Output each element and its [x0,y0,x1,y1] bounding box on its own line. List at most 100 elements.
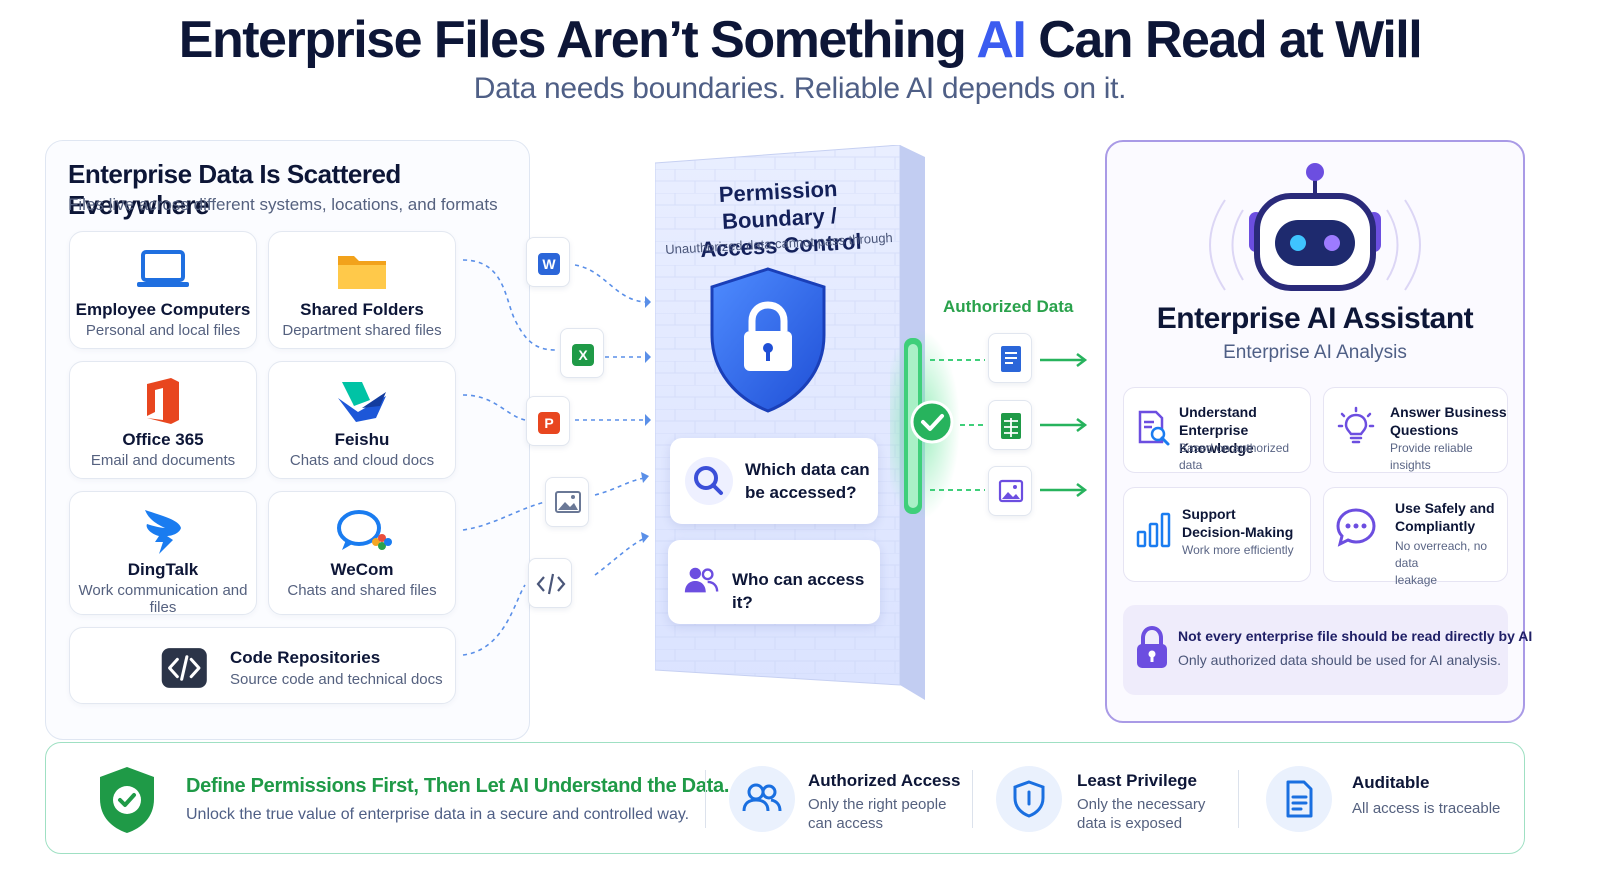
document-search-icon [1138,410,1170,446]
feishu-icon [338,382,386,422]
assistant-title: Enterprise AI Assistant [1156,302,1474,335]
feature-sub: No overreach, no data leakage [1395,538,1507,589]
question1: Which data can be accessed? [745,458,870,504]
footer-item-sub-line2: data is exposed [1077,815,1183,832]
question1-line2: be accessed? [745,483,857,502]
footer-divider [705,770,706,828]
excel-file-icon: X [560,328,604,378]
feature-sub: Based on authorized data [1179,441,1290,472]
source-title: WeCom [330,560,394,579]
authorized-data-label: Authorized Data [943,297,1074,316]
dingtalk-icon [145,510,181,554]
spreadsheet-icon [1001,413,1021,439]
source-card-employee-computers: Employee Computers Personal and local fi… [69,231,257,349]
assistant-subtitle: Enterprise AI Analysis [1223,342,1407,363]
code-icon [161,648,207,688]
excel-badge: X [572,344,594,366]
users-icon [742,783,782,812]
feature-title-line1: Answer Business [1390,404,1507,420]
source-sub: Chats and shared files [287,582,437,599]
feature-title-line2: Enterprise Knowledge [1179,422,1254,456]
source-title: Employee Computers [75,300,251,319]
document-icon [1001,346,1021,372]
title-ai-highlight: AI [976,11,1027,69]
sources-title: Enterprise Data Is Scattered Everywhere [68,159,401,220]
footer-subtitle: Unlock the true value of enterprise data… [186,806,690,823]
source-title: Shared Folders [300,300,424,319]
source-card-wecom: WeCom Chats and shared files [268,491,456,615]
source-card-dingtalk: DingTalk Work communication and files [69,491,257,616]
feature-sub-line2: leakage [1395,573,1438,587]
feature-title: Support Decision-Making [1182,505,1293,541]
footer-item-title: Least Privilege [1077,771,1198,790]
bar-chart-icon [1136,512,1171,548]
footer-item-sub: Only the necessary data is exposed [1077,795,1205,833]
source-title: DingTalk [127,560,199,579]
source-card-feishu: Feishu Chats and cloud docs [268,361,456,479]
footer-divider [972,770,973,828]
code-file-icon [528,558,572,608]
feature-card-decision: Support Decision-Making Work more effici… [1123,487,1311,582]
source-card-code-repositories: Code Repositories Source code and techni… [69,627,456,704]
source-card-shared-folders: Shared Folders Department shared files [268,231,456,349]
wecom-icon [337,510,392,550]
folder-icon [338,256,386,289]
footer-item-title: Authorized Access [808,771,961,790]
authorized-access-badge [729,766,795,832]
title-part2: Can Read at Will [1025,11,1422,69]
source-sub: Work communication and files [78,582,248,616]
footer-divider [1238,770,1239,828]
question2: Who can access it? [732,570,865,612]
authorized-image-icon [988,466,1032,516]
padlock-icon [1137,625,1167,668]
ppt-file-icon: P [526,396,570,446]
sources-subtitle: Files live across different systems, loc… [68,195,498,214]
word-badge: W [538,253,560,275]
feature-title: Answer Business Questions [1390,403,1507,439]
source-sub: Chats and cloud docs [289,452,435,469]
feature-sub-line1: No overreach, no data [1395,539,1488,570]
authorized-flow-lines [930,353,1088,497]
feature-card-safe-use: Use Safely and Compliantly No overreach,… [1323,487,1508,587]
footer-item-sub-line1: Only the necessary [1077,796,1206,813]
feature-title: Understand Enterprise Knowledge [1179,403,1310,457]
lightbulb-icon [1337,406,1375,444]
shield-lock-icon [710,267,826,413]
feature-title-line1: Use Safely and [1395,500,1495,516]
question-card-who-can-access: Who can access it? [668,540,880,624]
title-part1: Enterprise Files Aren’t Something [178,11,977,69]
source-title: Feishu [334,430,390,449]
document-icon [1286,780,1313,818]
feature-title-line1: Support [1182,506,1236,522]
source-sub: Source code and technical docs [230,671,443,688]
office365-icon [147,378,179,424]
feature-sub: Provide reliable insights [1390,441,1473,472]
footer-item-sub-line1: Only the right people [808,796,947,813]
source-sub: Department shared files [282,322,442,339]
feature-title-line1: Understand [1179,404,1257,420]
authorized-doc-icon [988,333,1032,383]
footer-item-sub-line2: can access [808,815,884,832]
auditable-badge [1266,766,1332,832]
feature-title: Use Safely and Compliantly [1395,499,1495,535]
feature-card-answer: Answer Business Questions Provide reliab… [1323,387,1508,473]
footer-title: Define Permissions First, Then Let AI Un… [186,775,730,797]
footer-item-sub: Only the right people can access [808,795,946,833]
image-icon [998,479,1024,503]
footer-item-sub: All access is traceable [1352,800,1501,817]
source-sub: Email and documents [90,452,236,469]
page-subtitle: Data needs boundaries. Reliable AI depen… [473,72,1127,105]
note-subtitle: Only authorized data should be used for … [1178,652,1501,668]
least-privilege-badge [996,766,1062,832]
feature-title-line2: Decision-Making [1182,524,1294,540]
feature-title-line2: Questions [1390,422,1459,438]
word-file-icon: W [526,237,570,287]
feature-card-understand: Understand Enterprise Knowledge Based on… [1123,387,1311,473]
laptop-icon [137,250,189,287]
source-sub: Personal and local files [85,322,241,339]
image-icon [555,491,581,513]
page-title: Enterprise Files Aren’t Something AI Can… [0,10,1600,70]
flow-lines-left [462,259,651,656]
shield-check-icon [100,767,154,833]
ppt-badge: P [538,412,560,434]
